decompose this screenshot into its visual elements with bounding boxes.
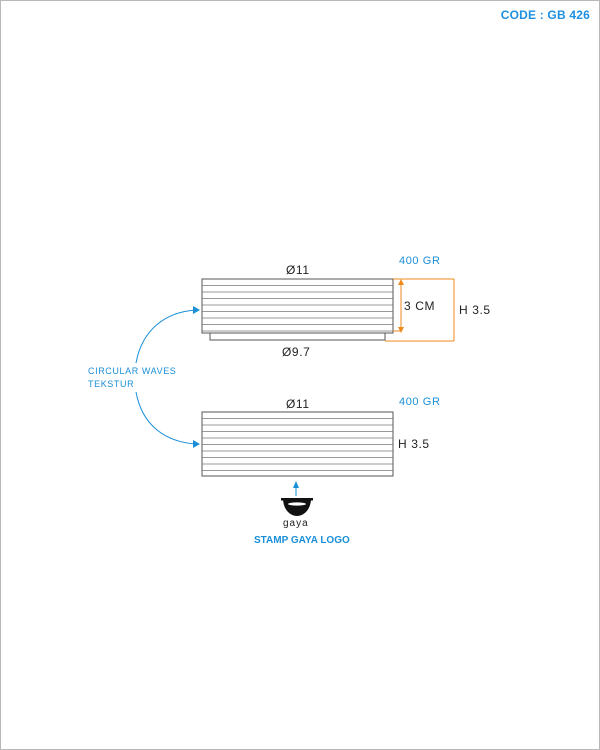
texture-note-line1: CIRCULAR WAVES bbox=[88, 366, 177, 376]
bottom-bowl-side-view bbox=[201, 411, 394, 477]
bottom-bowl-wave-lines bbox=[202, 418, 393, 471]
top-bowl-weight-label: 400 GR bbox=[399, 255, 441, 267]
top-bowl-wave-lines bbox=[202, 285, 393, 332]
bowl-logo-icon bbox=[281, 498, 313, 516]
texture-note: CIRCULAR WAVES TEKSTUR bbox=[88, 365, 176, 391]
bottom-bowl-height-label: H 3.5 bbox=[398, 437, 430, 451]
stamp-brand-text: gaya bbox=[283, 518, 309, 529]
product-code: CODE : GB 426 bbox=[500, 8, 590, 22]
top-bowl-depth-label: 3 CM bbox=[404, 299, 436, 313]
curved-arrow-icon bbox=[135, 306, 200, 448]
arrow-up-icon bbox=[293, 481, 299, 496]
stamp-label: STAMP GAYA LOGO bbox=[254, 535, 350, 546]
top-bowl-base-diameter-label: Ø9.7 bbox=[282, 345, 311, 359]
top-bowl-dimension-lines bbox=[385, 278, 455, 342]
bottom-bowl-weight-label: 400 GR bbox=[399, 396, 441, 408]
top-bowl-height-label: H 3.5 bbox=[459, 303, 491, 317]
top-bowl-foot-ring bbox=[209, 332, 386, 341]
top-bowl-diameter-label: Ø11 bbox=[286, 263, 310, 277]
top-bowl-side-view bbox=[201, 278, 394, 341]
bottom-bowl-diameter-label: Ø11 bbox=[286, 397, 310, 411]
texture-note-line2: TEKSTUR bbox=[88, 379, 135, 389]
